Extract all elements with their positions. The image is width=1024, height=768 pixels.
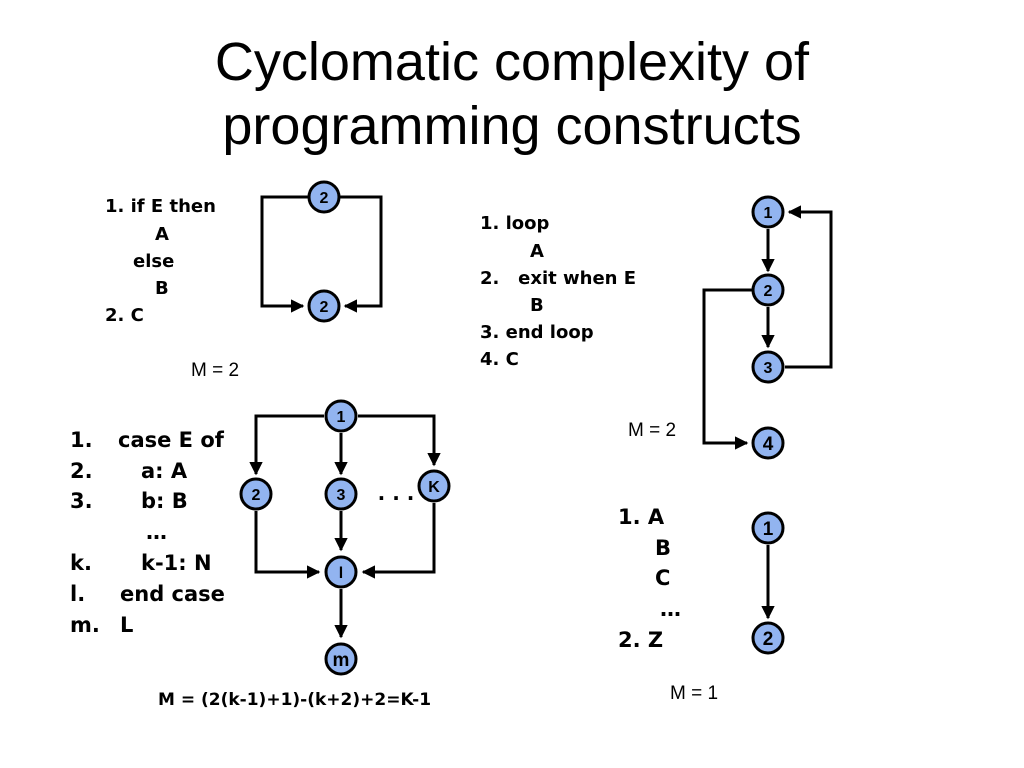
case-node-3-label: 3 xyxy=(337,487,346,504)
case-code-text-2: a: A xyxy=(141,459,188,483)
if-code-line-4: B xyxy=(155,278,169,299)
seq-node-2: 2 xyxy=(751,621,785,655)
case-node-l-label: l xyxy=(339,565,343,582)
seq-node-1-label: 1 xyxy=(763,519,774,540)
if-edge-left xyxy=(260,195,308,313)
if-metric: M = 2 xyxy=(191,360,240,381)
case-code-text-1: case E of xyxy=(118,428,224,452)
title-line-1: Cyclomatic complexity of xyxy=(214,32,810,92)
loop-flow-graph: 1 2 3 4 xyxy=(702,195,833,460)
seq-node-2-label: 2 xyxy=(763,629,774,650)
if-code-line-2: A xyxy=(155,224,169,245)
case-edge-1-k xyxy=(358,414,441,467)
loop-code-line-4: B xyxy=(530,295,544,316)
if-code-line-5: 2. C xyxy=(105,305,144,326)
if-node-bottom-label: 2 xyxy=(320,299,329,316)
case-metric: M = (2(k-1)+1)-(k+2)+2=K-1 xyxy=(158,690,432,710)
case-code-num-1: 1. xyxy=(70,428,93,452)
case-node-1-label: 1 xyxy=(337,409,346,426)
sequence-metric: M = 1 xyxy=(670,683,719,704)
loop-code-line-1: 1. loop xyxy=(480,213,550,234)
case-code-num-k: k. xyxy=(70,551,92,575)
loop-edge-back xyxy=(785,205,833,369)
loop-node-4-label: 4 xyxy=(763,434,774,455)
case-flow-graph: 1 2 3 K l m . . . xyxy=(239,399,451,676)
if-edge-right xyxy=(340,195,383,313)
loop-code-line-2: A xyxy=(530,241,544,262)
case-code-ellipsis: … xyxy=(146,520,167,544)
case-more-branches: . . . xyxy=(378,481,415,505)
case-node-m-label: m xyxy=(333,650,350,671)
case-node-3: 3 xyxy=(324,477,358,511)
case-edge-k-l xyxy=(361,503,436,579)
slide-title: Cyclomatic complexity of programming con… xyxy=(0,30,1024,158)
seq-node-1: 1 xyxy=(751,511,785,545)
loop-node-2-label: 2 xyxy=(764,283,773,300)
seq-code-line-2: B xyxy=(655,536,672,560)
case-node-k: K xyxy=(417,469,451,503)
case-node-1: 1 xyxy=(324,399,358,433)
if-node-top-label: 2 xyxy=(320,190,329,207)
seq-code-line-1: 1. A xyxy=(618,505,665,529)
loop-node-2: 2 xyxy=(751,273,785,307)
loop-node-3-label: 3 xyxy=(764,360,773,377)
case-code-text-m: L xyxy=(120,613,134,637)
title-line-2: programming constructs xyxy=(222,96,802,156)
loop-node-3: 3 xyxy=(751,350,785,384)
if-flow-graph: 2 2 xyxy=(260,180,383,323)
case-code-text-3: b: B xyxy=(141,489,188,513)
loop-edge-exit xyxy=(702,288,752,450)
loop-code-line-5: 3. end loop xyxy=(480,322,594,343)
case-code-text-l: end case xyxy=(120,582,225,606)
if-code-line-3: else xyxy=(133,251,175,272)
case-code-text-k: k-1: N xyxy=(141,551,212,575)
case-edge-1-2 xyxy=(249,414,324,476)
case-code-num-3: 3. xyxy=(70,489,93,513)
seq-code-line-5: 2. Z xyxy=(618,628,664,652)
case-node-2-label: 2 xyxy=(252,487,261,504)
loop-node-1-label: 1 xyxy=(764,205,773,222)
if-node-top: 2 xyxy=(307,180,341,214)
case-code-num-2: 2. xyxy=(70,459,93,483)
case-node-2: 2 xyxy=(239,477,273,511)
case-code-num-m: m. xyxy=(70,613,100,637)
loop-metric: M = 2 xyxy=(628,420,677,441)
case-node-k-label: K xyxy=(428,479,440,496)
seq-code-line-4: … xyxy=(660,597,681,621)
if-node-bottom: 2 xyxy=(307,289,341,323)
if-code-line-1: 1. if E then xyxy=(105,196,216,217)
case-node-l: l xyxy=(324,555,358,589)
loop-node-1: 1 xyxy=(751,195,785,229)
loop-code-line-6: 4. C xyxy=(480,349,519,370)
case-edge-2-l xyxy=(254,511,321,579)
loop-node-4: 4 xyxy=(751,426,785,460)
sequence-flow-graph: 1 2 xyxy=(751,511,785,655)
seq-code-line-3: C xyxy=(655,566,671,590)
loop-code-line-3: 2. exit when E xyxy=(480,268,637,289)
case-code-num-l: l. xyxy=(70,582,86,606)
case-node-m: m xyxy=(324,642,358,676)
